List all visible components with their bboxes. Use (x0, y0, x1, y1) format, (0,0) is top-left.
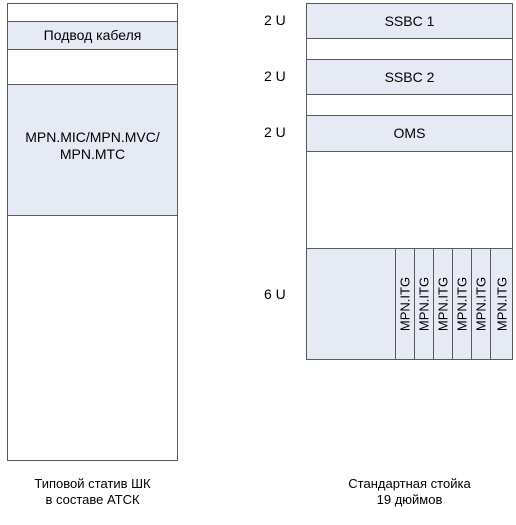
ssbc2-module: SSBC 2 (306, 59, 513, 95)
itg-card: MPN.ITG (471, 249, 490, 359)
itg-module-block: MPN.ITG MPN.ITG MPN.ITG MPN.ITG MPN.ITG … (306, 248, 513, 360)
unit-label-oms: 2 U (264, 124, 286, 140)
itg-card-label: MPN.ITG (416, 276, 432, 332)
left-module-block: MPN.MIC/MPN.MVC/ MPN.MTC (7, 84, 178, 216)
left-rack-caption-line1: Типовой статив ШК (34, 476, 151, 491)
itg-card: MPN.ITG (490, 249, 512, 359)
left-module-label-line1: MPN.MIC/MPN.MVC/ (25, 129, 160, 145)
unit-label-itg: 6 U (264, 286, 286, 302)
left-rack-caption: Типовой статив ШК в составе АТСК (7, 476, 178, 508)
itg-card-label: MPN.ITG (397, 276, 413, 332)
unit-label-ssbc1: 2 U (264, 12, 286, 28)
left-rack (7, 3, 178, 461)
ssbc1-label: SSBC 1 (384, 12, 435, 29)
oms-label: OMS (393, 125, 426, 141)
itg-card: MPN.ITG (395, 249, 414, 359)
right-rack-caption-line1: Стандартная стойка (348, 476, 471, 491)
itg-card-label: MPN.ITG (494, 276, 509, 332)
itg-card: MPN.ITG (433, 249, 452, 359)
left-module-label-line2: MPN.MTC (59, 146, 126, 162)
right-rack-caption-line2: 19 дюймов (376, 492, 443, 507)
cable-entry-label: Подвод кабеля (43, 27, 142, 43)
left-rack-caption-line2: в составе АТСК (45, 492, 140, 507)
right-rack-caption: Стандартная стойка 19 дюймов (306, 476, 513, 508)
itg-card-label: MPN.ITG (473, 276, 489, 332)
itg-card-label: MPN.ITG (435, 276, 451, 332)
ssbc2-label: SSBC 2 (384, 68, 435, 85)
cable-entry-block: Подвод кабеля (7, 21, 178, 50)
unit-label-ssbc2: 2 U (264, 68, 286, 84)
itg-card: MPN.ITG (414, 249, 433, 359)
itg-card-label: MPN.ITG (454, 276, 470, 332)
ssbc1-module: SSBC 1 (306, 3, 513, 39)
itg-card: MPN.ITG (452, 249, 471, 359)
oms-module: OMS (306, 115, 513, 152)
